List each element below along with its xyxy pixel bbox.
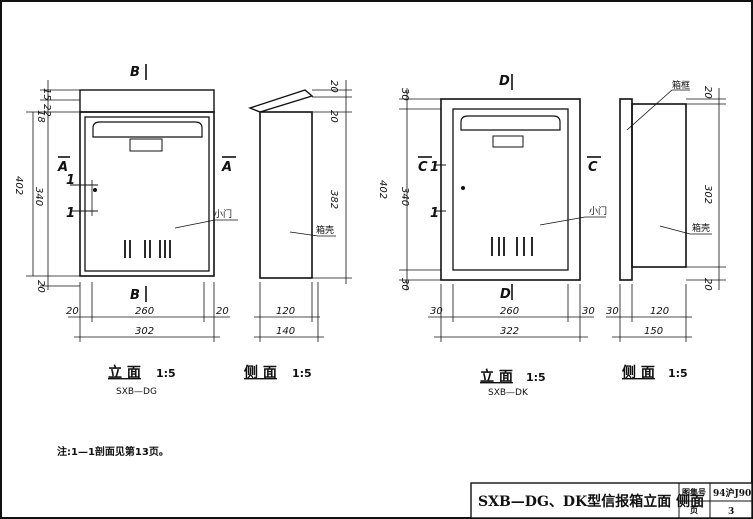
dg-side-dim-140: 140	[276, 326, 295, 337]
dg-name-plate	[129, 138, 163, 152]
footnote: 注:1—1剖面见第13页。	[57, 445, 169, 458]
dk-lock	[461, 186, 465, 190]
dg-front-scale: 1:5	[156, 367, 176, 380]
dg-shell-label: 箱壳	[316, 224, 334, 236]
dg-lock	[93, 188, 97, 192]
title-block: SXB—DG、DK型信报箱立面 侧面 图集号 94沪J905 页 3	[470, 482, 753, 519]
dk-dim-bottom-322: 322	[500, 326, 519, 337]
dg-shell-leader	[289, 231, 336, 237]
dk-door	[452, 108, 569, 271]
dk-dim-bottom-260: 260	[500, 306, 519, 317]
dg-dim-left-2: 22	[41, 104, 52, 117]
dk-side-caption: 侧 面	[622, 364, 655, 381]
dg-section-top: B	[130, 65, 140, 80]
dg-side-view: 箱壳 20 20 382 120 140	[247, 80, 352, 342]
atlas-number-label: 图集号	[682, 487, 706, 497]
dk-side-scale: 1:5	[668, 367, 688, 380]
dg-front-view: 小门 B B A A 1 1 15 22 18 402 340 20	[13, 64, 238, 342]
dk-side-view: 箱框 箱壳 20 302 20 30 120 150	[606, 79, 726, 342]
dk-door-leader	[539, 216, 606, 226]
dg-section-right: A	[221, 160, 232, 175]
dg-dim-left-402: 402	[13, 176, 24, 195]
title-block-title: SXB—DG、DK型信报箱立面 侧面	[478, 493, 704, 510]
dk-dim-left-30a: 30	[399, 88, 410, 101]
dg-side-dim-20b: 20	[328, 110, 339, 123]
dg-side-dim-120: 120	[276, 306, 295, 317]
dg-roof	[79, 89, 215, 113]
dk-cut-mark-1: 1	[430, 160, 439, 175]
dk-frame	[440, 98, 581, 281]
dk-side-shell	[631, 103, 687, 268]
dg-dim-bottom-20a: 20	[66, 306, 79, 317]
dk-frame-label: 箱框	[672, 79, 690, 91]
dk-dim-left-30b: 30	[399, 278, 410, 291]
dg-dim-left-1: 15	[41, 88, 52, 101]
dg-dim-bottom-260: 260	[135, 306, 154, 317]
dg-side-body	[259, 111, 313, 279]
dk-side-frame	[619, 98, 633, 281]
dg-cut-mark-1: 1	[66, 173, 75, 188]
dg-front-caption: 立 面	[108, 364, 141, 381]
dg-front-model: SXB—DG	[116, 387, 157, 397]
page-value: 3	[728, 507, 734, 517]
dk-dim-bottom-30b: 30	[582, 306, 595, 317]
dk-side-dim-30: 30	[606, 306, 619, 317]
dg-side-roof	[247, 89, 314, 113]
dk-side-dim-120: 120	[650, 306, 669, 317]
dk-side-dim-302: 302	[702, 185, 713, 204]
dk-front-model: SXB—DK	[488, 388, 529, 398]
dk-shell-label: 箱壳	[692, 222, 710, 234]
dk-dim-left-402: 402	[377, 180, 388, 199]
dk-dim-left-340: 340	[399, 187, 410, 206]
dk-side-dim-20b: 20	[702, 278, 713, 291]
dk-front-view: 小门 D D C C 1 1 30 402 340 30	[377, 74, 607, 342]
dg-dim-left-340: 340	[33, 187, 44, 206]
dk-front-scale: 1:5	[526, 371, 546, 384]
page-label: 页	[690, 506, 698, 515]
dk-section-bottom: D	[500, 287, 511, 302]
dk-side-dim-150: 150	[644, 326, 663, 337]
dg-mail-slot	[92, 121, 203, 138]
dk-vents	[491, 237, 533, 256]
dg-cut-mark-2: 1	[66, 206, 75, 221]
dg-dim-bottom-302: 302	[135, 326, 154, 337]
dg-side-caption: 侧 面	[244, 364, 277, 381]
dg-door-leader	[174, 219, 238, 229]
dg-section-left: A	[57, 160, 68, 175]
dg-door	[84, 116, 210, 272]
atlas-number-value: 94沪J905	[713, 487, 753, 499]
dg-side-dim-20a: 20	[328, 80, 339, 93]
dk-section-right: C	[588, 160, 598, 175]
dg-side-scale: 1:5	[292, 367, 312, 380]
dg-vents	[124, 240, 171, 258]
dk-dim-bottom-30a: 30	[430, 306, 443, 317]
dk-side-dim-20a: 20	[702, 86, 713, 99]
dg-body	[79, 111, 215, 277]
dg-door-label: 小门	[214, 208, 232, 220]
dk-section-left: C	[418, 160, 428, 175]
dk-shell-leader	[659, 225, 712, 235]
dk-mail-slot	[460, 115, 561, 131]
dk-front-caption: 立 面	[480, 368, 513, 385]
dg-dim-left-3: 18	[35, 110, 46, 123]
dk-door-label: 小门	[589, 205, 607, 217]
dk-name-plate	[492, 135, 524, 148]
dk-cut-mark-2: 1	[430, 206, 439, 221]
dk-frame-leader	[626, 89, 690, 131]
dg-dim-bottom-20b: 20	[216, 306, 229, 317]
dg-section-bottom: B	[130, 288, 140, 303]
dk-section-top: D	[499, 74, 510, 89]
dg-dim-left-20: 20	[35, 280, 46, 293]
dg-side-dim-382: 382	[328, 190, 339, 209]
